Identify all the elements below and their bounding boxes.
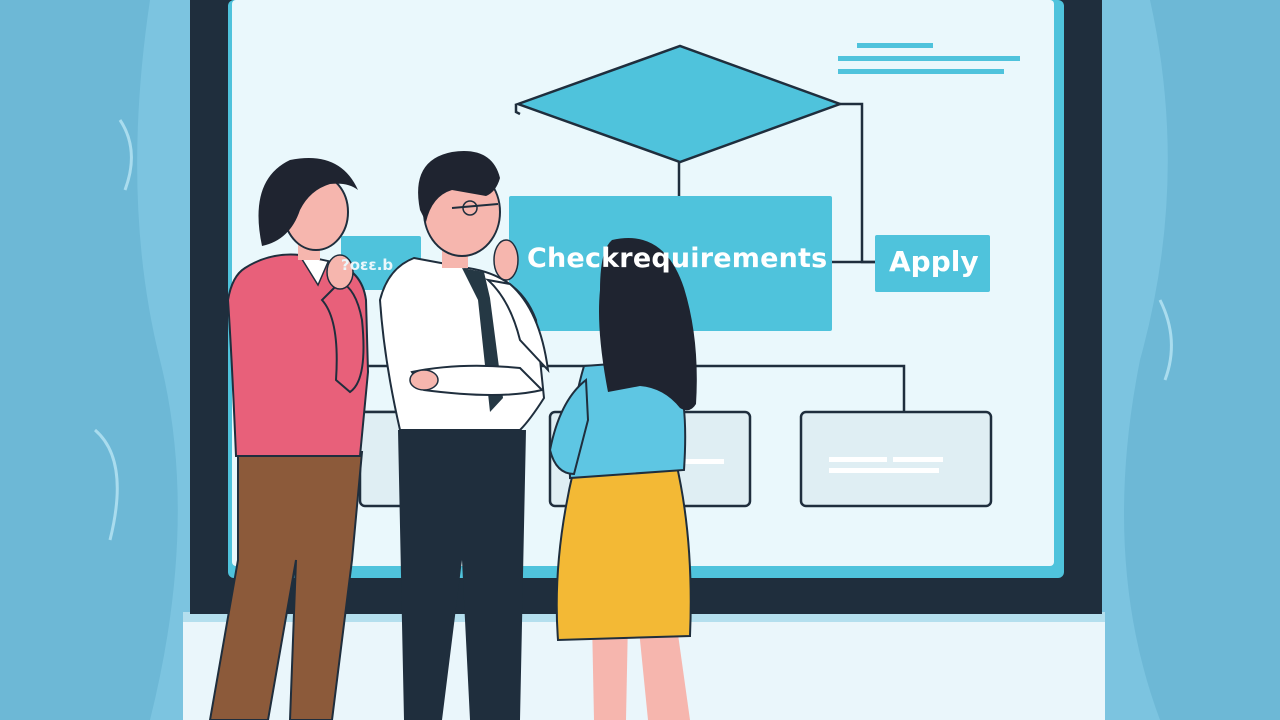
left-node-label: ?oεε.b — [341, 256, 394, 274]
woman-pink-shirt — [208, 158, 370, 720]
apply-label: Apply — [889, 245, 979, 278]
decision-diamond — [514, 44, 844, 164]
man-white-shirt — [378, 151, 550, 720]
screen-text-lines — [838, 43, 1020, 74]
woman-blue-shirt — [548, 238, 697, 720]
apply-node — [875, 235, 990, 292]
check-requirements-label: Checkrequirements — [527, 243, 828, 274]
